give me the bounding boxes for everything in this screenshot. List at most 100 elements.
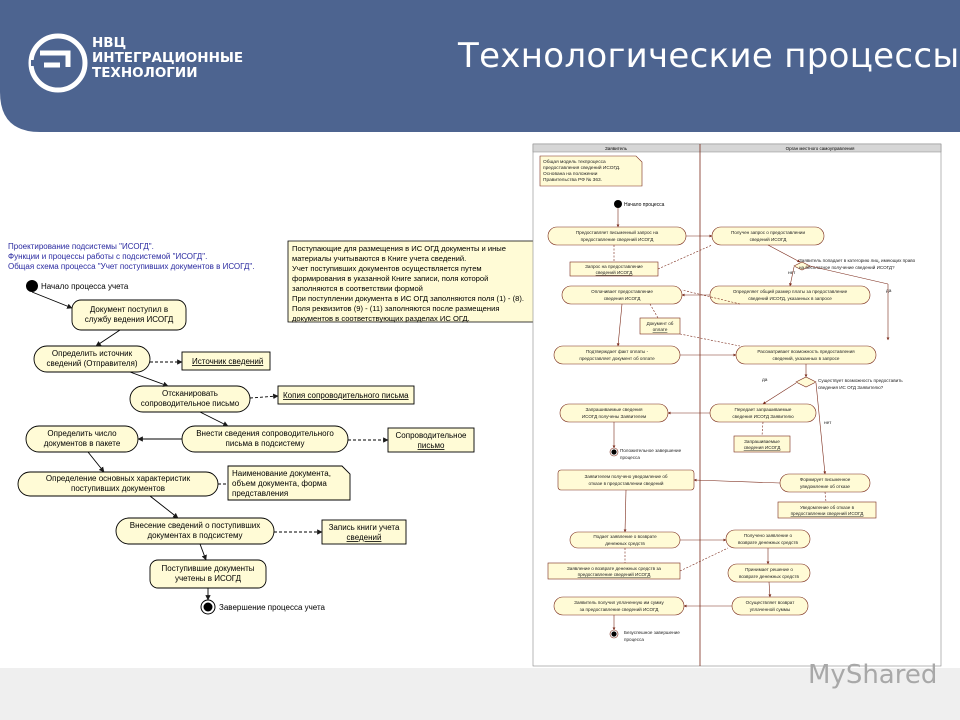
left-object-label: Копия сопроводительного письма [283,391,409,400]
lane-header: Заявитель [605,146,628,151]
right-activity-label: Определяет общий размер платы за предост… [733,288,848,294]
right-activity-label: ИСОГД получены Заявителем [582,414,646,419]
left-activity-label: сведений (Отправителя) [46,359,137,368]
left-object-label: Источник сведений [192,357,263,366]
right-activity-label: предоставляет документ об оплате [579,356,655,361]
left-activity [129,385,251,413]
left-activity-label: Внести сведения сопроводительного [196,429,334,438]
right-activity-label: предоставление сведений ИСОГД [581,236,655,242]
header-band: НВЦ ИНТЕГРАЦИОННЫЕ ТЕХНОЛОГИИ Технологич… [0,0,960,132]
left-object-label: объем документа, форма [232,479,327,488]
guard-yes: да [762,378,768,383]
left-note-line: Поступающие для размещения в ИС ОГД доку… [292,244,506,253]
left-object-note [227,465,351,501]
decision-diamond [795,376,817,388]
right-object-label: Документ об [647,321,674,326]
decision-label: сведения ИС ОГД Заявителю? [818,385,884,390]
right-end-label: Положительное завершение [620,448,682,453]
right-activity-label: уплаченной суммы [750,606,791,612]
decision-label: на бесплатное получение сведений ИСОГД? [799,264,895,270]
right-end-label: процесса [624,637,644,642]
right-activity-label: Заявитель получил уплаченную им сумму [574,600,664,605]
left-object-label: сведений [347,533,382,542]
right-note-line: Правительства РФ № 363. [543,177,602,183]
right-activity-label: Подтверждает факт оплаты - [586,349,649,354]
right-activity-label: отказе в предоставлении сведений [589,480,664,486]
left-object-label: Сопроводительное [396,431,467,440]
logo-line: НВЦ [92,35,127,51]
right-activity-label: Оплачивает предоставление [591,289,653,294]
right-object [639,317,681,335]
right-activity-label: Получен запрос о предоставлении [731,230,805,235]
footer-band [0,668,960,720]
left-activity-label: Определить источник [52,349,133,358]
left-caption-line: Проектирование подсистемы "ИСОГД". [8,242,154,251]
right-activity-label: Запрашиваемые сведения [586,407,643,412]
right-end-label: Безуспешное завершение [624,630,680,635]
right-object-label: оплате [653,327,668,332]
left-end-label: Завершение процесса учета [219,603,326,612]
right-note-line: Общая модель техпроцесса [543,159,606,165]
right-activity [557,469,695,491]
logo-line: ИНТЕГРАЦИОННЫЕ [92,50,244,66]
right-activity-label: возврате денежных средств [738,540,798,545]
right-activity-label: Заявителем получено уведомление об [584,474,667,479]
right-activity-label: Принимает решение о [745,567,793,572]
decision-label: Заявитель попадает в категорию лиц, имею… [799,258,916,263]
right-object-label: Запрашиваемые [744,439,780,444]
left-object [321,519,407,545]
watermark-logo: MyShared [808,660,937,690]
right-object-label: Запрос на предоставление [585,264,643,269]
right-activity-label: Предоставляет письменный запрос на [576,229,659,235]
left-note-line: При поступлении документа в ИС ОГД запол… [292,294,524,303]
right-activity-label: Передает запрашиваемые [735,407,792,412]
right-activity-label: Осуществляет возврат [746,600,796,605]
guard-yes: да [886,289,892,294]
right-start-node [614,200,622,208]
right-object-label: сведения ИСОГД [744,445,782,450]
header-shape [0,0,960,132]
left-diagram: Проектирование подсистемы "ИСОГД". Функц… [8,240,549,615]
right-note-box [539,155,643,187]
left-start-node [26,280,38,292]
right-activity-label: за предоставление сведений ИСОГД [580,606,660,612]
right-activity-label: возврате денежных средств [739,574,799,579]
left-object-label: представления [232,489,288,498]
left-activity [115,517,275,545]
left-object-label: Запись книги учета [329,523,400,532]
left-start-label: Начало процесса учета [41,282,129,291]
right-activity-label: сведений ИСОГД [750,236,788,242]
right-activity-label: сведений ИСОГД, указанных в запросе [748,295,832,301]
left-object-label: Наименование документа, [232,469,331,478]
left-activity-label: письма в подсистему [226,439,305,448]
left-note-line: Поля реквизитов (9) - (11) заполняются п… [292,304,499,313]
left-caption-line: Общая схема процесса "Учет поступивших д… [8,262,254,271]
right-object-label: Уведомление об отказе в [800,505,855,510]
right-end-label: процесса [620,455,640,460]
left-note-line: материалы учитываются в Книге учета свед… [292,254,466,263]
right-diagram: Заявитель Орган местного самоуправления … [532,143,942,667]
left-activity-label: Определение основных характеристик [46,474,191,483]
right-note-line: Основана на положении [543,171,598,177]
logo-line: ТЕХНОЛОГИИ [92,65,198,81]
left-activity-label: Определить число [47,429,117,438]
left-activity-label: документов в пакете [44,439,121,448]
decision-label: Существует возможность предоставить [818,378,903,383]
left-object [387,427,475,453]
left-activity [33,345,151,373]
left-activity-label: Документ поступил в [90,305,168,314]
right-object-label: Заявление о возврате денежных средств за [567,566,661,571]
left-activity-label: Внесение сведений о поступивших [130,521,260,530]
watermark-text: MyShared [808,660,938,690]
right-object-label: предоставление сведений ИСОГД [578,571,652,577]
left-activity-label: Поступившие документы [162,564,255,573]
right-object-label: предоставлении сведений ИСОГД [791,510,865,516]
logo-mark [28,33,88,93]
right-activity-label: сведения ИСОГД [604,296,642,301]
right-activity-label: Подает заявление о возврате [593,534,657,539]
left-note-line: формирования в указанной Книге записи, п… [292,274,488,283]
left-note-line: документов в соответствующих разделах ИС… [292,314,470,323]
guard-no: нет [788,271,796,276]
left-caption-line: Функции и процессы работы с подсистемой … [8,252,207,261]
